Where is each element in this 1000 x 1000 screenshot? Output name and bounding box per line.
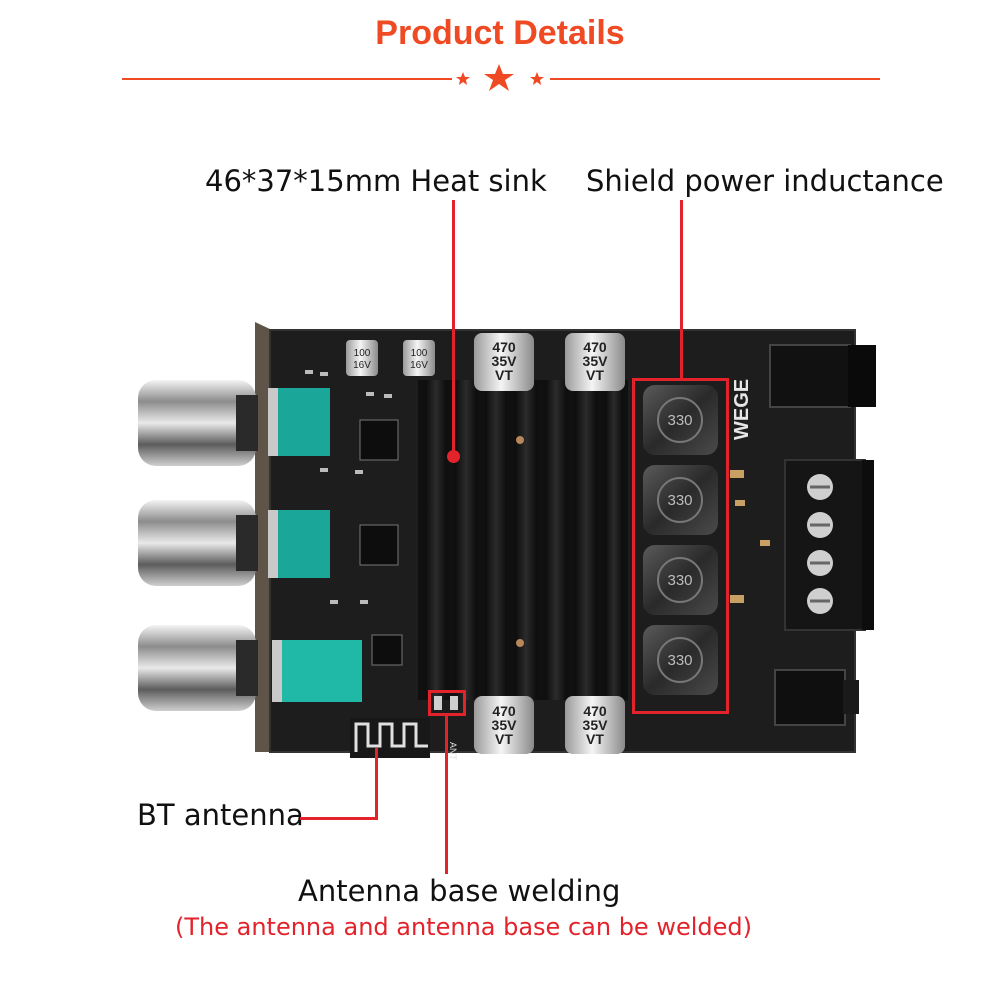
heat-sink	[418, 380, 628, 700]
antenna-base-pads: ANT	[434, 696, 458, 761]
inductance-highlight-box	[632, 378, 729, 714]
bt-antenna-pointer-horizontal	[300, 817, 378, 820]
antenna-base-pointer-line	[445, 716, 448, 874]
svg-text:330: 330	[667, 572, 692, 589]
star-icon	[484, 64, 514, 91]
inductance-pointer-line	[680, 200, 683, 380]
svg-text:16V: 16V	[410, 360, 428, 371]
svg-text:100: 100	[354, 348, 371, 359]
bulk-capacitors: 470 35V VT 470 35V VT 470 35V VT 470 35V…	[474, 333, 625, 754]
svg-text:470: 470	[583, 703, 607, 719]
audio-jack	[774, 669, 846, 726]
svg-text:330: 330	[667, 492, 692, 509]
svg-text:470: 470	[583, 339, 607, 355]
inductance-callout-label: Shield power inductance	[586, 164, 944, 198]
svg-text:VT: VT	[586, 367, 604, 383]
bt-antenna-trace	[350, 718, 430, 758]
svg-text:VT: VT	[495, 731, 513, 747]
bt-antenna-pointer-vertical	[375, 748, 378, 820]
knob-2	[138, 500, 256, 586]
small-star-icon	[530, 72, 544, 85]
antenna-base-callout-label: Antenna base welding	[298, 874, 621, 908]
svg-text:35V: 35V	[492, 353, 518, 369]
potentiometers	[268, 388, 362, 702]
title-divider-left	[122, 78, 452, 80]
knob-3	[138, 625, 256, 711]
heat-sink-callout-label: 46*37*15mm Heat sink	[205, 164, 547, 198]
brand-logo: WEGE	[731, 379, 753, 440]
svg-text:35V: 35V	[583, 353, 609, 369]
svg-text:35V: 35V	[583, 717, 609, 733]
inductors: 330 330 330 330	[643, 385, 718, 695]
title-divider-right	[550, 78, 880, 80]
bt-antenna-callout-label: BT antenna	[137, 798, 304, 832]
page-title: Product Details	[375, 14, 625, 52]
svg-text:35V: 35V	[492, 717, 518, 733]
svg-text:330: 330	[667, 412, 692, 429]
heat-sink-pointer-line	[452, 200, 455, 458]
svg-text:100: 100	[411, 348, 428, 359]
volume-knobs	[138, 380, 258, 711]
svg-text:470: 470	[492, 703, 516, 719]
dc-jack	[769, 344, 851, 408]
small-star-icon	[456, 72, 470, 85]
antenna-base-note: (The antenna and antenna base can be wel…	[175, 913, 752, 941]
svg-text:16V: 16V	[353, 360, 371, 371]
svg-text:ANT: ANT	[448, 742, 458, 761]
front-panel	[255, 322, 272, 752]
svg-text:330: 330	[667, 652, 692, 669]
divider-stars	[456, 64, 544, 91]
svg-text:VT: VT	[495, 367, 513, 383]
heat-sink-pointer-dot	[447, 450, 460, 463]
small-capacitors: 100 16V 100 16V	[346, 340, 435, 376]
svg-text:VT: VT	[586, 731, 604, 747]
knob-1	[138, 380, 256, 466]
speaker-terminal-block	[784, 459, 874, 631]
svg-text:470: 470	[492, 339, 516, 355]
antenna-base-highlight-box	[428, 690, 466, 716]
